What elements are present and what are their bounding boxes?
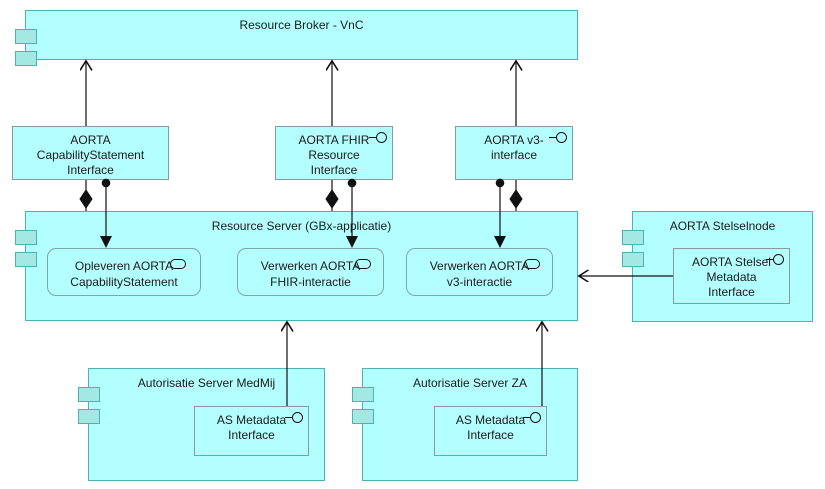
component-title: Resource Broker - VnC — [239, 18, 364, 32]
component-tab-icon — [352, 409, 374, 424]
provided-interface-lollipop-icon — [369, 132, 389, 144]
interface-label: AORTA FHIR Resource Interface — [298, 133, 370, 177]
component-title: Autorisatie Server MedMij — [137, 376, 276, 390]
interface-label: AORTA CapabilityStatement Interface — [36, 133, 145, 177]
interface-aorta-capabilitystatement[interactable]: AORTA CapabilityStatement Interface — [12, 126, 169, 271]
subcomponent-label: Verwerken AORTA FHIR-interactie — [260, 259, 361, 289]
subcomponent-label: Opleveren AORTA CapabilityStatement — [70, 259, 178, 289]
component-title: AORTA Stelselnode — [669, 219, 776, 233]
component-tab-icon — [78, 409, 100, 424]
composition-filled-diamond-icon — [79, 189, 93, 209]
realization-pill-icon — [355, 259, 371, 269]
interface-aorta-fhir-resource[interactable]: AORTA FHIR Resource Interface — [275, 126, 393, 180]
subcomponent-opleveren-capabilitystatement[interactable]: Opleveren AORTA CapabilityStatement — [47, 248, 201, 296]
interface-label: AORTA Stelsel Metadata Interface — [692, 255, 771, 299]
realization-pill-icon — [524, 259, 540, 269]
subcomponent-verwerken-v3-interactie[interactable]: Verwerken AORTA v3-interactie — [406, 248, 553, 296]
provided-interface-lollipop-icon — [523, 412, 543, 424]
component-tab-icon — [15, 29, 37, 44]
component-resource-broker[interactable]: Resource Broker - VnC — [15, 10, 578, 66]
interface-as-metadata-medmij[interactable]: AS Metadata Interface — [194, 406, 309, 456]
provided-interface-lollipop-icon — [285, 412, 305, 424]
interface-aorta-stelsel-metadata[interactable]: AORTA Stelsel Metadata Interface — [673, 248, 790, 304]
interface-label: AS Metadata Interface — [455, 413, 526, 442]
interface-label: AS Metadata Interface — [216, 413, 287, 442]
composition-filled-diamond-icon — [509, 189, 523, 209]
subcomponent-verwerken-fhir-interactie[interactable]: Verwerken AORTA FHIR-interactie — [237, 248, 384, 296]
component-tab-icon — [78, 387, 100, 402]
component-tab-icon — [352, 387, 374, 402]
subcomponent-label: Verwerken AORTA v3-interactie — [429, 259, 530, 289]
component-tab-icon — [15, 252, 37, 267]
provided-interface-lollipop-icon — [766, 254, 786, 266]
component-tab-icon — [15, 51, 37, 66]
provided-interface-lollipop-icon — [549, 132, 569, 144]
component-tab-icon — [622, 230, 644, 245]
component-title: Resource Server (GBx-applicatie) — [211, 219, 392, 233]
composition-filled-diamond-icon — [325, 189, 339, 209]
interface-as-metadata-za[interactable]: AS Metadata Interface — [434, 406, 547, 456]
realization-pill-icon — [170, 259, 186, 269]
component-tab-icon — [622, 252, 644, 267]
component-tab-icon — [15, 230, 37, 245]
component-title: Autorisatie Server ZA — [412, 376, 528, 390]
interface-label: AORTA v3- interface — [484, 133, 544, 162]
interface-aorta-v3[interactable]: AORTA v3- interface — [455, 126, 573, 180]
